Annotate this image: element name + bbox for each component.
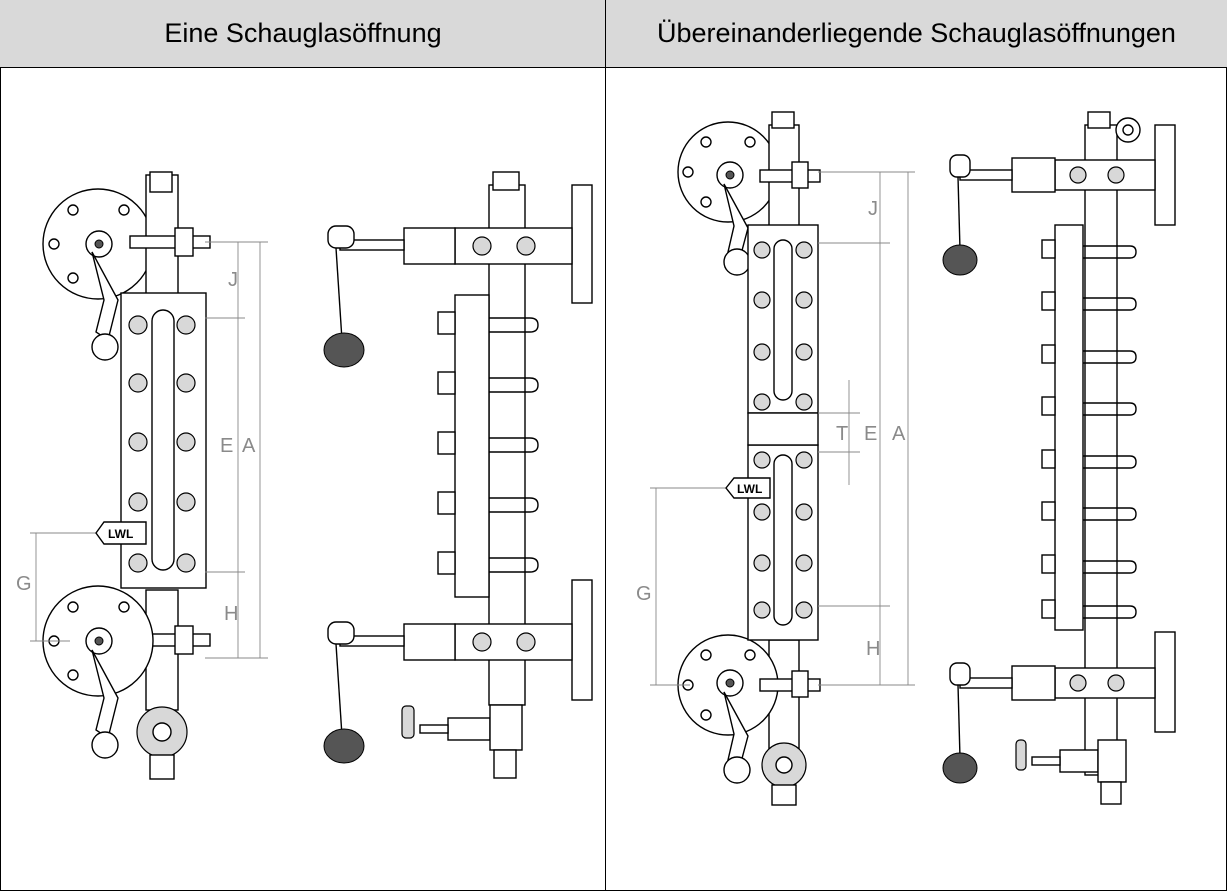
dim-label-g-right: G xyxy=(636,583,652,605)
svg-text:LWL: LWL xyxy=(737,482,762,496)
lower-sight-glass xyxy=(747,444,819,641)
top-plug xyxy=(149,171,173,193)
column-divider xyxy=(605,0,606,891)
top-valve-stem xyxy=(129,235,211,249)
bottom-nut xyxy=(174,625,194,655)
top-stem-right xyxy=(759,169,821,183)
side-view-right xyxy=(942,111,1176,805)
lwl-marker: LWL xyxy=(95,521,147,545)
upper-sight-glass xyxy=(747,224,819,414)
dim-label-j-right: J xyxy=(868,198,878,220)
header-stacked-sight-glasses: Übereinanderliegende Schauglasöffnungen xyxy=(606,0,1227,68)
lwl-marker-right: LWL xyxy=(725,477,771,499)
bottom-flange xyxy=(42,585,154,759)
glass-bolts xyxy=(128,315,196,573)
single-sight-glass-drawing: J E A H G LWL xyxy=(16,171,593,780)
top-nut xyxy=(174,227,194,257)
dim-label-a-right: A xyxy=(892,423,906,445)
top-plug-right xyxy=(771,111,795,129)
dim-label-h: H xyxy=(224,603,238,625)
svg-text:LWL: LWL xyxy=(108,527,133,541)
glass-joint xyxy=(747,412,819,446)
dim-label-t-right: T xyxy=(836,423,848,445)
bottom-nut-right xyxy=(791,670,809,698)
dimension-lines-right xyxy=(650,171,915,686)
header-single-sight-glass: Eine Schauglasöffnung xyxy=(0,0,606,68)
top-nut-right xyxy=(791,161,809,189)
bottom-flange-right xyxy=(677,634,779,784)
top-handle xyxy=(85,230,119,361)
sight-glass-window xyxy=(151,309,175,571)
side-view xyxy=(323,171,593,779)
drain-handwheel-right xyxy=(761,742,807,806)
dim-label-e: E xyxy=(220,435,233,457)
drain-handwheel xyxy=(136,706,188,780)
dim-label-a: A xyxy=(242,435,256,457)
stacked-sight-glasses-drawing: J T E A H G LWL xyxy=(636,111,1176,806)
bottom-stem-right xyxy=(759,678,821,692)
dim-label-e-right: E xyxy=(864,423,877,445)
top-flange-right xyxy=(677,121,779,276)
dim-label-h-right: H xyxy=(866,638,880,660)
dim-label-g: G xyxy=(16,573,32,595)
dim-label-j: J xyxy=(228,269,238,291)
